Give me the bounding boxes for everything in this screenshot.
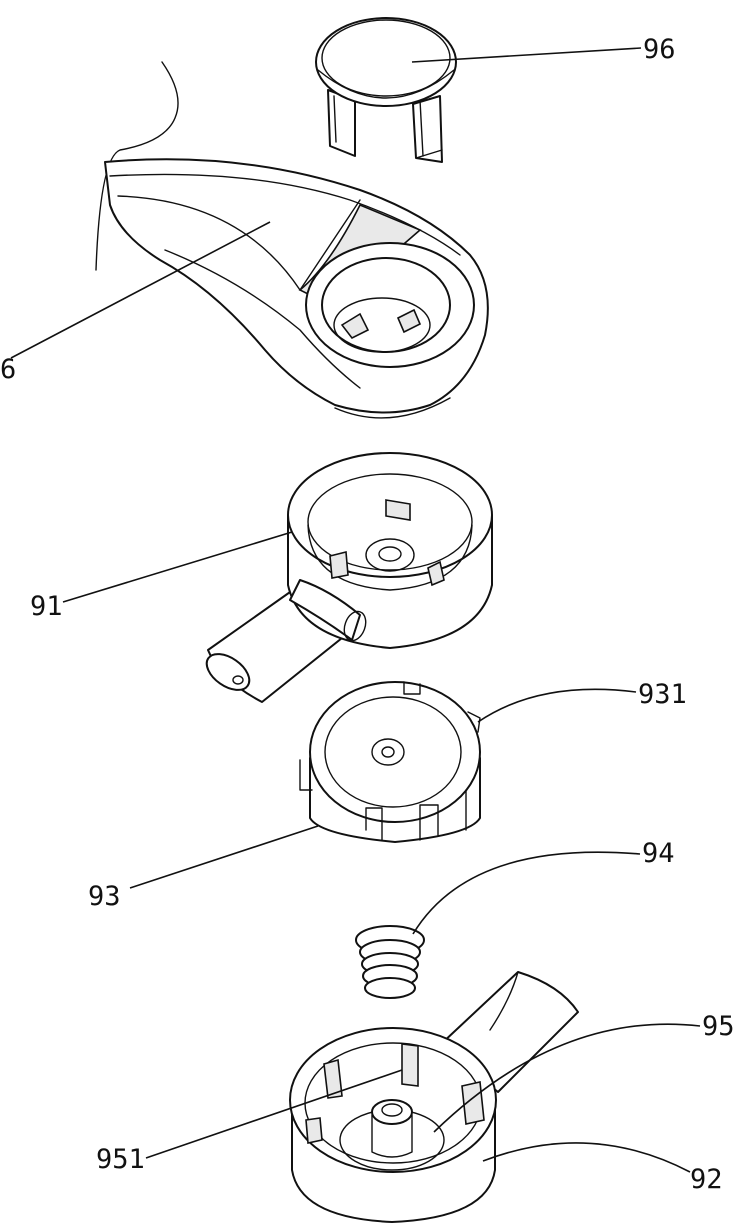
- leader-94: [412, 851, 641, 935]
- leader-951: [145, 1069, 403, 1159]
- spring-part: [355, 925, 425, 999]
- label-931: 931: [638, 679, 687, 710]
- notched-disc-part: [299, 681, 481, 843]
- leader-lines: [10, 47, 701, 1173]
- label-95: 95: [702, 1011, 735, 1042]
- cap-part: [315, 17, 457, 163]
- leader-96: [411, 47, 642, 63]
- label-96: 96: [643, 34, 676, 65]
- reference-labels: 96 6 91 931 93 94 95 951 92: [0, 34, 735, 1195]
- leader-931: [477, 688, 637, 723]
- leader-91: [62, 531, 293, 603]
- leader-93: [129, 825, 319, 889]
- handle-part: [95, 61, 489, 419]
- leader-95: [433, 1023, 701, 1133]
- label-91: 91: [30, 591, 63, 622]
- label-93: 93: [88, 881, 121, 912]
- label-6: 6: [0, 354, 16, 385]
- valve-body-part: [205, 452, 493, 703]
- base-housing-part: [289, 971, 579, 1223]
- label-951: 951: [96, 1144, 145, 1175]
- label-94: 94: [642, 838, 675, 869]
- label-92: 92: [690, 1164, 723, 1195]
- leader-92: [482, 1142, 691, 1173]
- leader-6: [10, 221, 271, 359]
